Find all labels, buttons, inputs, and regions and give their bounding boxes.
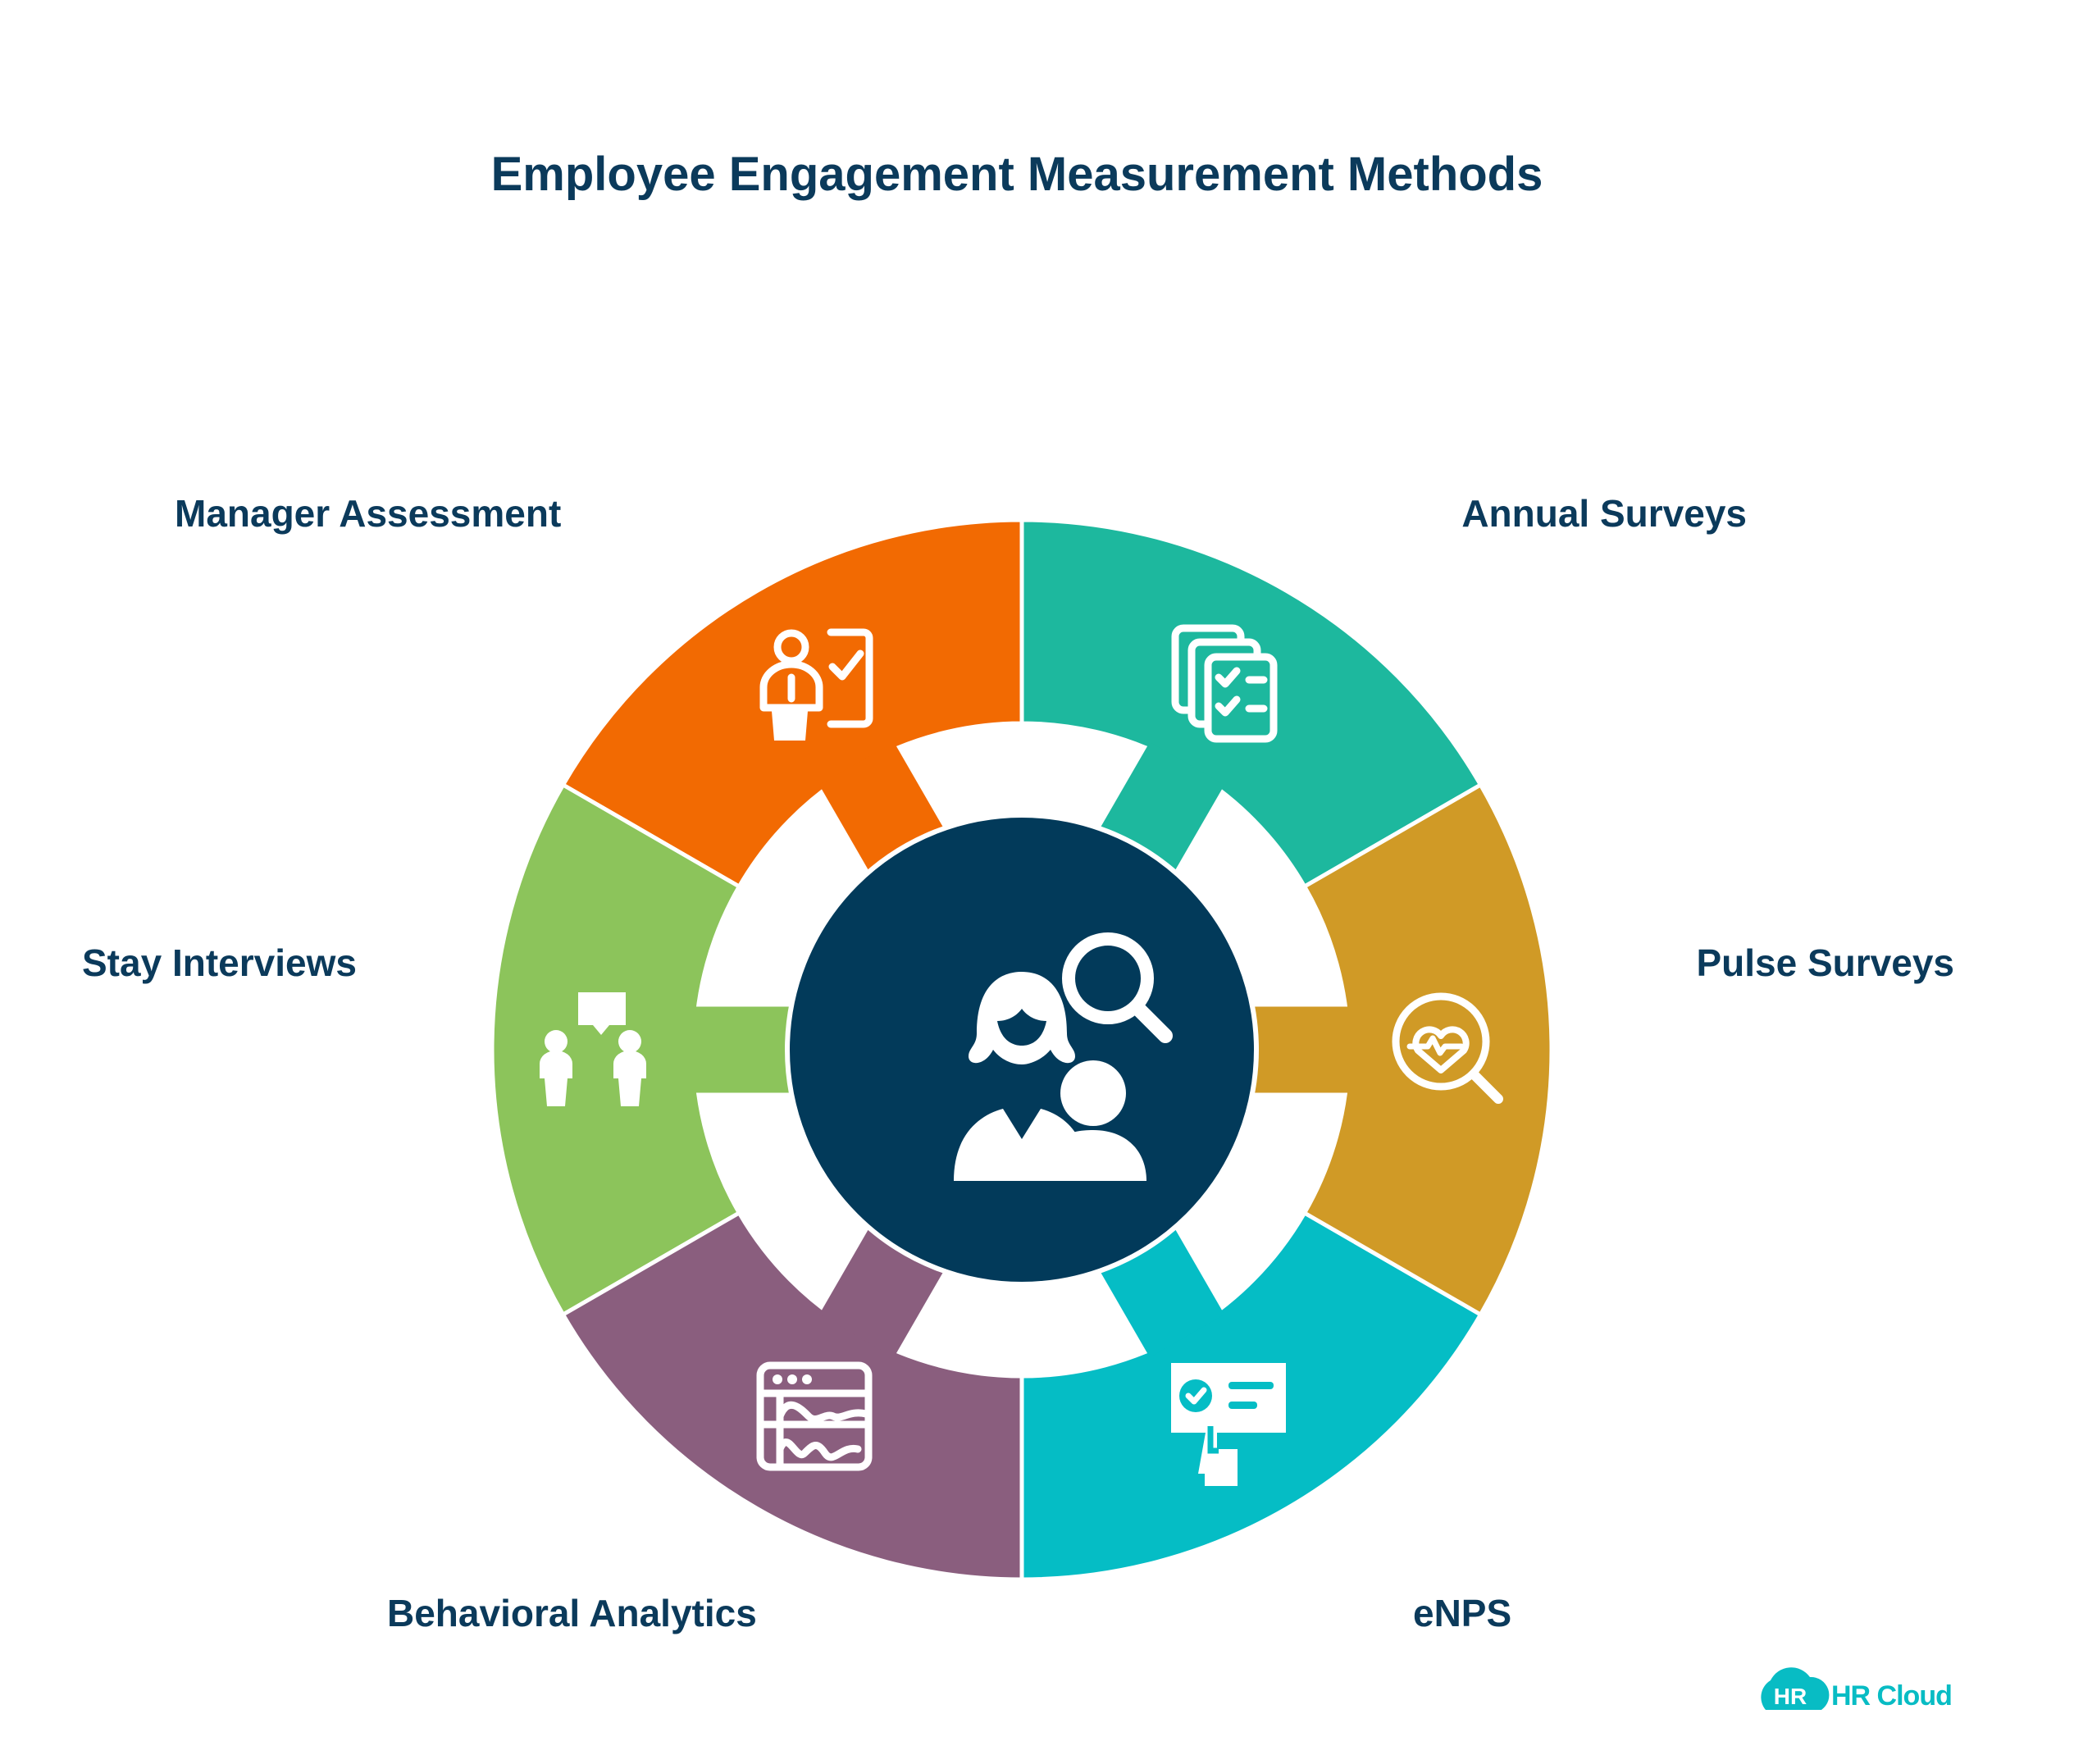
two-people-chat-icon [540, 992, 646, 1106]
page-title: Employee Engagement Measurement Methods [491, 148, 1543, 201]
heart-magnifier-icon [1392, 992, 1503, 1104]
logo-text: HR Cloud [1831, 1680, 1952, 1712]
segment-stay-interviews [490, 782, 742, 1318]
segment-pulse-surveys [1301, 782, 1554, 1318]
segment-manager-assessment [560, 517, 1024, 890]
people-search-icon [954, 932, 1173, 1181]
label-behavioral-analytics: Behavioral Analytics [387, 1592, 757, 1634]
label-annual-surveys: Annual Surveys [1461, 492, 1747, 535]
label-enps: eNPS [1413, 1592, 1511, 1634]
manager-checkboard-icon [759, 628, 873, 741]
analytics-dashboard-icon [756, 1361, 873, 1471]
hr-cloud-logo[interactable]: HR HR Cloud [1761, 1667, 1953, 1712]
survey-click-icon [1171, 1363, 1286, 1486]
label-stay-interviews: Stay Interviews [82, 941, 357, 984]
logo-badge: HR [1774, 1684, 1807, 1709]
cloud-icon [1761, 1667, 1830, 1710]
label-manager-assessment: Manager Assessment [175, 492, 561, 535]
stacked-checklists-icon [1171, 624, 1278, 743]
label-pulse-surveys: Pulse Surveys [1696, 941, 1954, 984]
